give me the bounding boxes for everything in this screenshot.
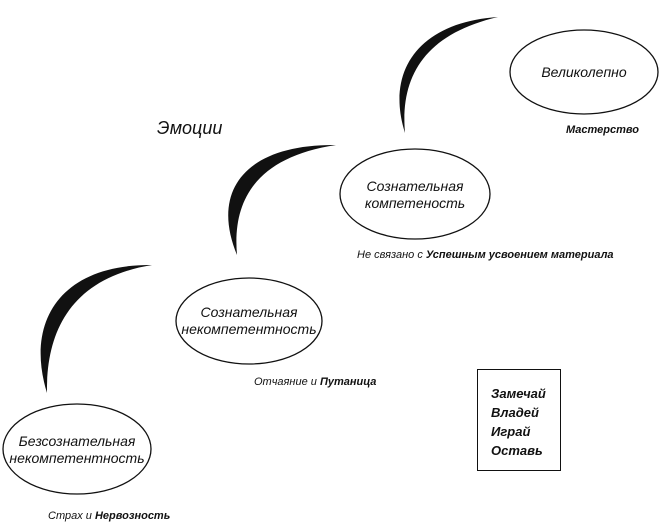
stage-label-line-1: Безсознательная [19,433,136,449]
caption-plain: Страх и [48,510,92,522]
caption-fear-nervousness: Страх и Нервозность [48,510,170,522]
caption-bold: Нервозность [94,510,171,522]
caption-bold: Успешным усвоением материала [425,249,614,261]
stage-label-line-2: некомпетентность [9,450,144,466]
caption-bold: Путаница [319,376,377,388]
crescent-arc-1 [40,264,153,393]
caption-mastery: Мастерство [566,124,639,136]
stage-mastery: Великолепно [509,29,659,115]
stage-ellipse [175,277,323,365]
action-leave: Оставь [491,443,543,458]
caption-not-related: Не связано с Успешным усвоением материал… [357,249,614,261]
action-play: Играй [491,424,531,439]
stage-label-line-1: Сознательная [201,304,298,320]
stage-label-line-2: некомпетентность [181,321,316,337]
diagram-title: Эмоции [157,118,223,138]
crescent-arc-2 [228,144,336,255]
stage-label-line-1: Великолепно [541,64,627,80]
caption-despair-confusion: Отчаяние и Путаница [254,376,376,388]
stage-conscious-incompetence: Сознательная некомпетентность [175,277,323,365]
stage-unconscious-incompetence: Безсознательная некомпетентность [2,403,152,495]
caption-plain: Отчаяние и [254,376,317,388]
stage-label-line-1: Сознательная [367,178,464,194]
caption-bold: Мастерство [566,124,639,136]
action-notice: Замечай [491,386,546,401]
action-master: Владей [491,405,539,420]
crescent-arc-3 [399,17,498,133]
stage-conscious-competence: Сознательная компетеность [339,148,491,240]
stage-ellipse [509,29,659,115]
caption-plain: Не связано с [357,249,423,261]
action-box: Замечай Владей Играй Оставь [477,369,561,471]
stage-label-line-2: компетеность [365,195,465,211]
stage-ellipse [339,148,491,240]
stage-ellipse [2,403,152,495]
